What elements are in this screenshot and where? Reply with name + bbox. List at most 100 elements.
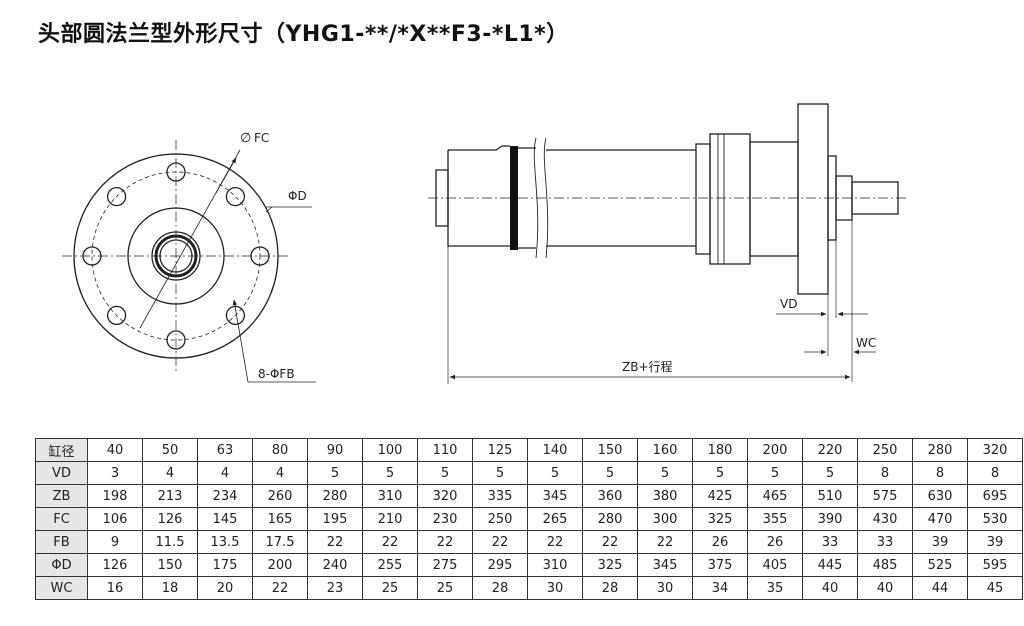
table-cell: 125	[472, 438, 528, 462]
table-cell: 45	[967, 576, 1023, 600]
table-cell: 16	[87, 576, 143, 600]
table-cell: 470	[912, 507, 968, 531]
table-cell: 275	[417, 553, 473, 577]
table-cell: 20	[197, 576, 253, 600]
fc-label: FC	[254, 131, 269, 145]
fc-diameter-symbol: ∅	[240, 131, 251, 146]
table-cell: 23	[307, 576, 363, 600]
table-cell: 255	[362, 553, 418, 577]
table-cell: 126	[142, 507, 198, 531]
table-cell: 300	[637, 507, 693, 531]
table-cell: 90	[307, 438, 363, 462]
table-cell: 22	[307, 530, 363, 554]
side-view-cylinder	[428, 103, 908, 384]
table-cell: 355	[747, 507, 803, 531]
table-cell: 320	[967, 438, 1023, 462]
table-cell: 200	[747, 438, 803, 462]
table-cell: 5	[692, 461, 748, 485]
table-cell: 50	[142, 438, 198, 462]
table-cell: 26	[747, 530, 803, 554]
table-cell: 575	[857, 484, 913, 508]
table-cell: 360	[582, 484, 638, 508]
table-cell: 240	[307, 553, 363, 577]
table-cell: 40	[857, 576, 913, 600]
page-title: 头部圆法兰型外形尺寸（YHG1-**/*X**F3-*L1*）	[38, 22, 569, 47]
table-cell: 8	[967, 461, 1023, 485]
row-header: FC	[35, 507, 88, 531]
table-cell: 8	[912, 461, 968, 485]
technical-drawing: ∅ FC ΦD 8-ΦFB	[62, 103, 908, 384]
table-cell: 4	[252, 461, 308, 485]
table-cell: 9	[87, 530, 143, 554]
table-cell: 34	[692, 576, 748, 600]
table-cell: 30	[527, 576, 583, 600]
d-label: ΦD	[288, 189, 307, 203]
zb-label: ZB+行程	[622, 359, 673, 374]
table-cell: 260	[252, 484, 308, 508]
table-cell: 160	[637, 438, 693, 462]
table-cell: 4	[142, 461, 198, 485]
table-cell: 44	[912, 576, 968, 600]
table-cell: 150	[582, 438, 638, 462]
table-cell: 40	[87, 438, 143, 462]
table-cell: 140	[527, 438, 583, 462]
table-cell: 230	[417, 507, 473, 531]
table-cell: 28	[472, 576, 528, 600]
table-cell: 175	[197, 553, 253, 577]
table-cell: 445	[802, 553, 858, 577]
table-cell: 375	[692, 553, 748, 577]
table-cell: 39	[912, 530, 968, 554]
table-cell: 425	[692, 484, 748, 508]
table-cell: 195	[307, 507, 363, 531]
table-cell: 35	[747, 576, 803, 600]
table-cell: 33	[857, 530, 913, 554]
table-cell: 22	[252, 576, 308, 600]
front-view-flange	[62, 140, 316, 383]
table-cell: 465	[747, 484, 803, 508]
table-cell: 280	[912, 438, 968, 462]
row-header: ΦD	[35, 553, 88, 577]
row-header: FB	[35, 530, 88, 554]
table-cell: 110	[417, 438, 473, 462]
table-cell: 220	[802, 438, 858, 462]
table-cell: 22	[472, 530, 528, 554]
table-cell: 33	[802, 530, 858, 554]
table-cell: 11.5	[142, 530, 198, 554]
table-cell: 310	[362, 484, 418, 508]
table-cell: 595	[967, 553, 1023, 577]
table-cell: 280	[582, 507, 638, 531]
table-cell: 39	[967, 530, 1023, 554]
table-cell: 5	[802, 461, 858, 485]
table-cell: 150	[142, 553, 198, 577]
table-cell: 165	[252, 507, 308, 531]
table-cell: 28	[582, 576, 638, 600]
holes-label: 8-ΦFB	[258, 367, 295, 381]
table-cell: 63	[197, 438, 253, 462]
table-cell: 210	[362, 507, 418, 531]
table-cell: 345	[527, 484, 583, 508]
table-cell: 234	[197, 484, 253, 508]
table-cell: 213	[142, 484, 198, 508]
table-cell: 310	[527, 553, 583, 577]
table-cell: 80	[252, 438, 308, 462]
table-cell: 198	[87, 484, 143, 508]
table-cell: 40	[802, 576, 858, 600]
table-cell: 250	[472, 507, 528, 531]
row-header: 缸径	[35, 438, 88, 462]
wc-label: WC	[856, 336, 876, 350]
table-cell: 485	[857, 553, 913, 577]
table-cell: 5	[417, 461, 473, 485]
table-cell: 3	[87, 461, 143, 485]
table-cell: 30	[637, 576, 693, 600]
table-cell: 145	[197, 507, 253, 531]
row-header: WC	[35, 576, 88, 600]
table-cell: 25	[417, 576, 473, 600]
table-cell: 335	[472, 484, 528, 508]
table-cell: 325	[692, 507, 748, 531]
table-cell: 250	[857, 438, 913, 462]
bolt-circle	[91, 171, 261, 341]
table-cell: 390	[802, 507, 858, 531]
